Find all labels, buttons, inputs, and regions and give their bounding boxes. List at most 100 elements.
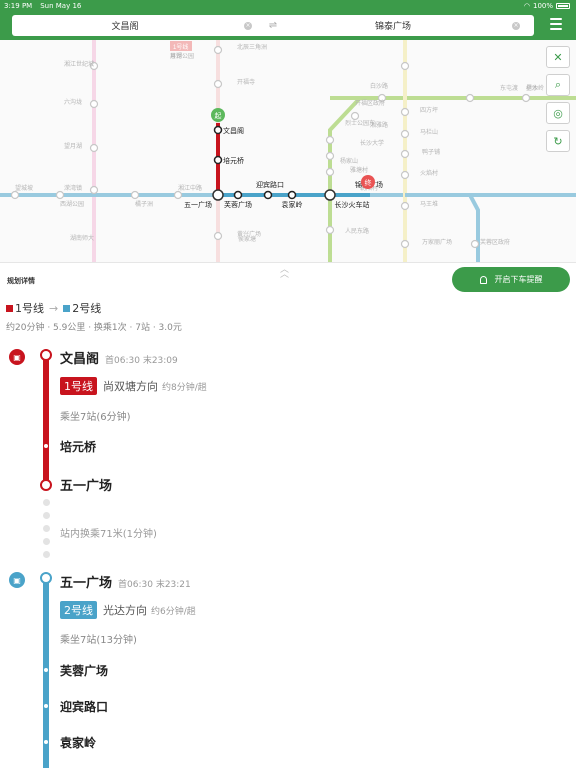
destination-pin-label: 终: [365, 178, 372, 187]
station-dot: [44, 668, 48, 672]
locate-icon: ◎: [553, 106, 563, 120]
map-station-label: 火焰村: [420, 169, 438, 177]
map-station-label: 六沟垅: [64, 98, 82, 106]
map-station-marker: [325, 151, 335, 161]
station-name: 文昌阁: [60, 352, 100, 367]
leg1-start-station[interactable]: 文昌阁首06:30 末23:09: [60, 348, 178, 367]
transfer-dot: [43, 538, 50, 545]
metro-icon: ▣: [9, 349, 25, 365]
locate-button[interactable]: ◎: [546, 102, 570, 124]
map-station-label: 东屯渡: [500, 84, 518, 92]
destination-pin-icon: [361, 175, 375, 189]
map-station-marker: [400, 149, 410, 159]
service-times: 首06:30 末23:09: [105, 356, 178, 366]
map-station-marker: [325, 135, 335, 145]
map-station-label: 湖南师大: [70, 234, 94, 242]
line-badge: 1号线: [60, 377, 97, 395]
destination-field[interactable]: 锦泰广场: [374, 22, 411, 32]
map-station-marker: [400, 129, 410, 139]
leg2-station: 芙蓉广场: [60, 664, 109, 678]
leg2-station: 迎宾路口: [60, 700, 109, 714]
station-name: 五一广场: [60, 576, 113, 591]
route-station-label: 文昌阁: [223, 126, 244, 135]
panel-title: 规划详情: [7, 277, 35, 285]
leg2-line-info: 2号线 光达方向 约6分钟/趟: [60, 601, 196, 619]
map-station-label: 星沙: [526, 85, 538, 92]
map-station-label: 开福寺: [237, 78, 255, 86]
leg1-end-station: 五一广场: [60, 479, 113, 494]
map-station-label: 雅塘村: [350, 166, 368, 174]
transfer-dot: [43, 525, 50, 532]
map-station-label: 杨家山: [340, 157, 358, 165]
battery-percent: 100%: [532, 2, 553, 10]
reminder-label: 开启下车提醒: [494, 275, 543, 284]
map-station-marker: [89, 185, 99, 195]
status-bar: 3:19 PM Sun May 16 ◠ 100%: [4, 1, 570, 11]
leg2-start-station[interactable]: 五一广场首06:30 末23:21: [60, 572, 191, 591]
route-lines-summary: 1号线 → 2号线: [6, 300, 101, 316]
close-map-button[interactable]: ✕: [546, 46, 570, 68]
clear-destination-icon[interactable]: ×: [512, 21, 520, 30]
clear-origin-icon[interactable]: ×: [244, 21, 252, 30]
metro-map[interactable]: 北辰三角洲开福寺湘江世纪城六沟垅望月湖溁湾镇西湖公园橘子洲湘江中路黄兴广场湖南师…: [0, 40, 576, 262]
leg1-mid-station: 培元桥: [60, 440, 97, 454]
metro-icon: ▣: [9, 572, 25, 588]
map-station-marker: [400, 170, 410, 180]
swap-icon[interactable]: ⇌: [268, 20, 278, 31]
map-station-label: 西湖公园: [60, 200, 84, 208]
bell-icon: [479, 275, 487, 284]
line-tag-label: 1号线: [173, 43, 188, 51]
map-station-marker: [10, 190, 20, 200]
map-station-marker: [89, 99, 99, 109]
transfer-dot: [43, 512, 50, 519]
map-station-marker: [465, 93, 475, 103]
from-line: 1号线: [15, 302, 44, 315]
station-dot: [44, 740, 48, 744]
to-line: 2号线: [72, 302, 102, 315]
origin-pin-icon: [211, 108, 225, 122]
arrival-reminder-button[interactable]: 开启下车提醒: [452, 267, 570, 292]
map-station-label: 长沙大学: [360, 139, 384, 147]
leg2-ride-info[interactable]: 乘坐7站(13分钟): [60, 635, 137, 646]
refresh-button[interactable]: ↻: [546, 130, 570, 152]
map-station-marker: [400, 61, 410, 71]
map-station-marker: [521, 93, 531, 103]
transfer-dot: [43, 499, 50, 506]
line1-swatch: [6, 304, 13, 312]
map-station-marker: [89, 61, 99, 71]
route-station-label: 培元桥: [223, 156, 244, 165]
map-station-marker: [89, 143, 99, 153]
map-search-button[interactable]: ⌕: [546, 74, 570, 96]
map-station-marker: [470, 239, 480, 249]
map-station-marker: [400, 239, 410, 249]
map-station-label: 白沙路: [370, 82, 388, 90]
metro-map-canvas: 北辰三角洲开福寺湘江世纪城六沟垅望月湖溁湾镇西湖公园橘子洲湘江中路黄兴广场湖南师…: [0, 40, 576, 262]
map-station-label: 湘江中路: [178, 184, 202, 192]
status-time: 3:19 PM: [4, 2, 33, 10]
trip-summary: 约20分钟 · 5.9公里 · 换乘1次 · 7站 · 3.0元: [6, 323, 182, 333]
station-node: [40, 349, 52, 361]
transfer-dot: [43, 551, 50, 558]
line1-rail: [43, 349, 49, 483]
map-station-label: 侯家塘: [238, 235, 256, 243]
map-station-label: 溁湾镇: [64, 184, 82, 192]
frequency: 约8分钟/趟: [162, 382, 207, 393]
map-station-marker: [350, 111, 360, 121]
route-station-marker: [287, 190, 297, 200]
direction: 光达方向: [103, 604, 147, 617]
battery-icon: [556, 3, 570, 9]
leg1-ride-info[interactable]: 乘坐7站(6分钟): [60, 412, 131, 423]
leg2-station: 袁家岭: [60, 736, 97, 750]
origin-field[interactable]: 文昌阁: [111, 22, 139, 32]
map-station-label: 北辰三角洲: [237, 43, 267, 51]
menu-icon[interactable]: [550, 18, 562, 30]
route-station-label: 袁家岭: [282, 200, 303, 209]
direction: 尚双塘方向: [103, 380, 158, 393]
drag-handle-icon[interactable]: ︿︿: [280, 265, 290, 280]
route-station-label: 五一广场: [184, 200, 212, 209]
frequency: 约6分钟/趟: [151, 606, 196, 617]
map-station-label: 望月湖: [64, 142, 82, 150]
route-station-marker: [213, 155, 223, 165]
transfer-station-marker: [212, 189, 224, 201]
